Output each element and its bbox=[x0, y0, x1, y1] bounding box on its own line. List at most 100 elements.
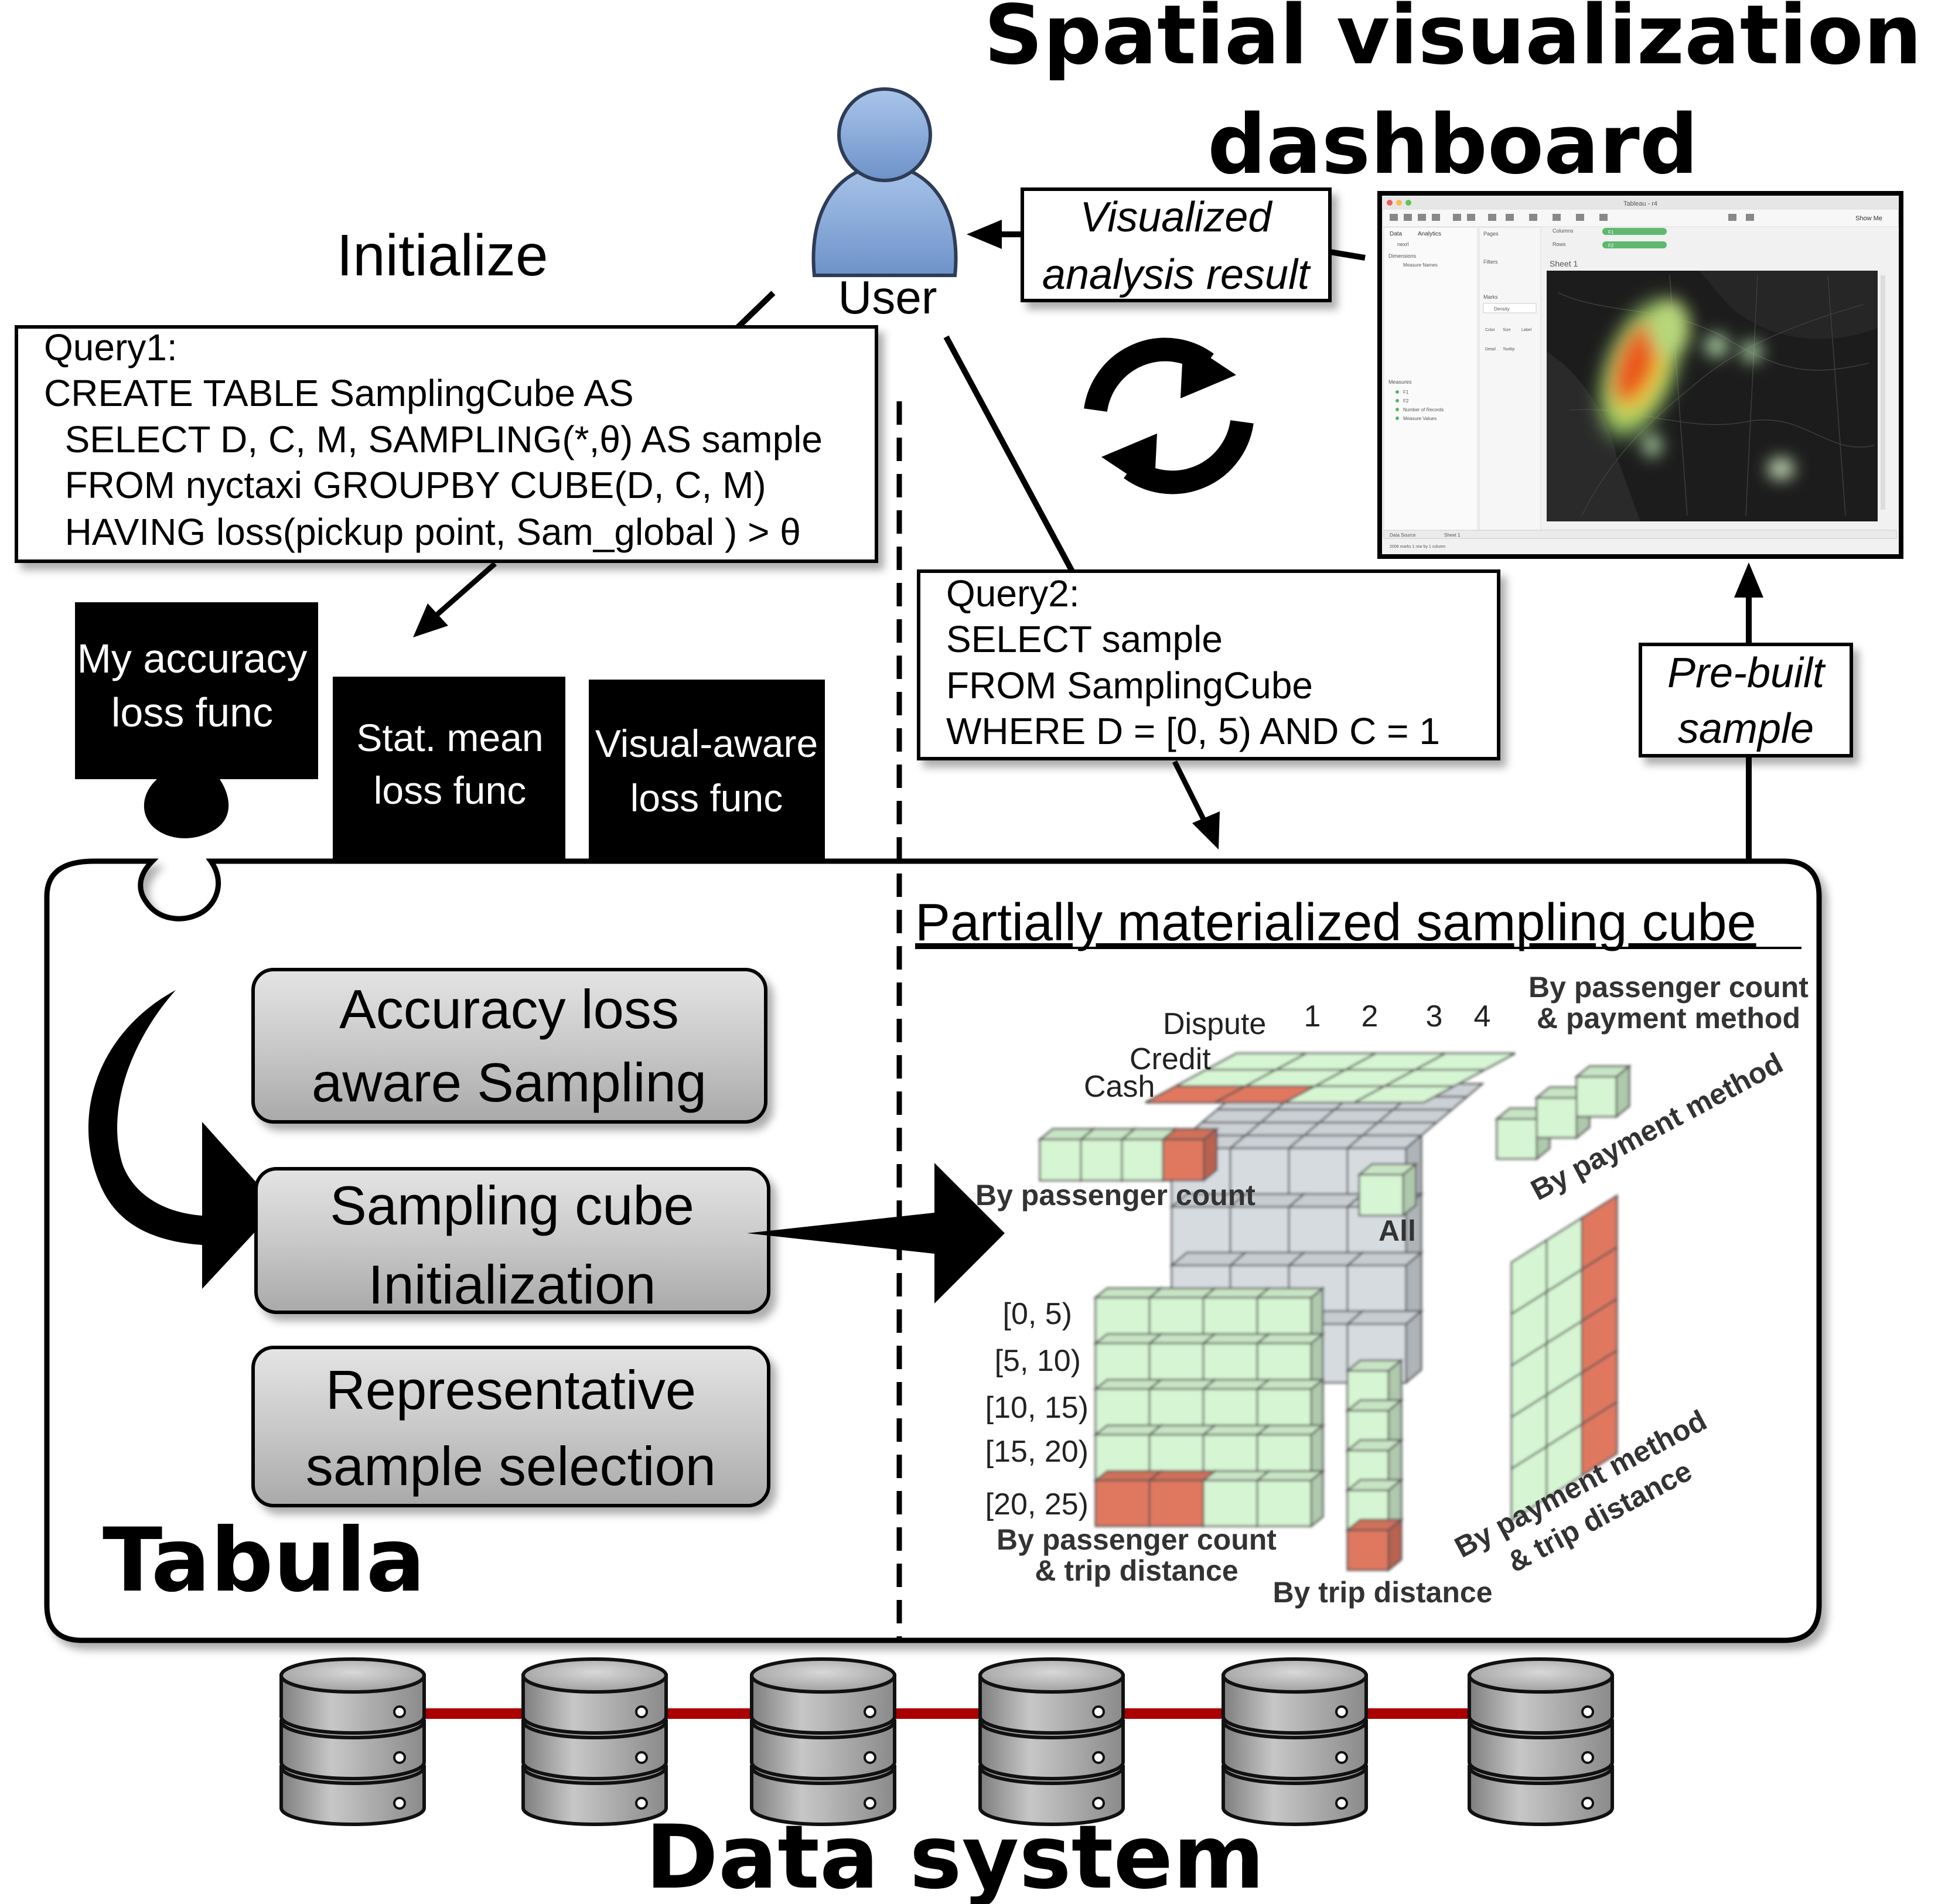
query2-line: SELECT sample bbox=[946, 618, 1223, 660]
dashboard-status: 2008 marks 1 row by 1 column bbox=[1390, 545, 1445, 549]
passenger-cell bbox=[1121, 1138, 1164, 1182]
database-icon bbox=[750, 1657, 896, 1826]
query2-line: FROM SamplingCube bbox=[946, 664, 1313, 707]
distance-label: [0, 5) bbox=[1003, 1297, 1073, 1331]
query1-line: SELECT D, C, M, SAMPLING(*,θ) AS sample bbox=[44, 418, 823, 460]
count-label: 3 bbox=[1426, 999, 1443, 1033]
dashboard-mark-detail[interactable]: Detail bbox=[1485, 347, 1496, 352]
query2-to-cube-arrow bbox=[1172, 760, 1220, 849]
query1-to-puzzle-arrow bbox=[413, 561, 497, 637]
distance-label: [20, 25) bbox=[985, 1487, 1089, 1521]
dashboard-measure-item[interactable]: Number of Records bbox=[1403, 407, 1444, 412]
dashboard-to-visualized-line bbox=[1329, 249, 1366, 261]
dashboard-dimension-item[interactable]: Measure Names bbox=[1403, 262, 1438, 268]
payment-cell bbox=[1536, 1097, 1578, 1139]
dashboard-show-me[interactable]: Show Me bbox=[1855, 215, 1882, 222]
payment-label: Dispute bbox=[1163, 1007, 1266, 1041]
passenger-distance-cell bbox=[1148, 1479, 1205, 1527]
query1-line: FROM nyctaxi GROUPBY CUBE(D, C, M) bbox=[44, 464, 766, 506]
step3-line1: Representative bbox=[326, 1359, 696, 1421]
dashboard-marks-type[interactable]: Density bbox=[1494, 306, 1510, 312]
dashboard-measure-item[interactable]: F1 bbox=[1403, 390, 1409, 395]
database-icon bbox=[1222, 1657, 1368, 1826]
dashboard-pill-rows[interactable]: F2 bbox=[1608, 243, 1614, 248]
query1-line: Query1: bbox=[44, 326, 178, 368]
density-map bbox=[1547, 271, 1878, 521]
distance-label: [5, 10) bbox=[995, 1344, 1081, 1378]
puzzle-visual-aware-line2: loss func bbox=[630, 776, 783, 820]
database-icon bbox=[521, 1657, 668, 1826]
data-system-label: Data system bbox=[646, 1807, 1265, 1904]
passenger-distance-cell-side bbox=[1310, 1469, 1324, 1528]
user-label: User bbox=[838, 271, 937, 323]
distance-cell bbox=[1346, 1529, 1390, 1571]
dashboard-mark-color[interactable]: Color bbox=[1485, 328, 1495, 332]
puzzle-visual-aware-line1: Visual-aware bbox=[595, 722, 818, 765]
puzzle-my-accuracy-line2: loss func bbox=[111, 690, 273, 735]
database-cluster bbox=[279, 1657, 1614, 1826]
sampling-cube bbox=[1037, 1052, 1632, 1572]
dashboard-measure-item[interactable]: F2 bbox=[1403, 398, 1409, 404]
dashboard-tab-sheet1[interactable]: Sheet 1 bbox=[1444, 533, 1461, 538]
dashboard-sheet-title: Sheet 1 bbox=[1550, 259, 1578, 268]
passenger-distance-cell bbox=[1202, 1479, 1258, 1527]
cube-title: Partially materialized sampling cube bbox=[915, 893, 1756, 952]
step3-line2: sample selection bbox=[306, 1435, 716, 1497]
puzzle-piece-visual-aware[interactable]: Visual-aware loss func bbox=[589, 680, 825, 936]
prebuilt-sample-box: Pre-built sample bbox=[1639, 643, 1853, 757]
passenger-distance-cell bbox=[1094, 1479, 1151, 1527]
visualized-result-box: Visualized analysis result bbox=[1021, 187, 1332, 302]
dashboard-data-source[interactable]: nexrl bbox=[1397, 241, 1409, 247]
dashboard-tab-data[interactable]: Data bbox=[1390, 231, 1403, 237]
step2-line2: Initialization bbox=[368, 1254, 656, 1315]
dashboard-dimensions: Dimensions bbox=[1388, 253, 1417, 259]
step2-line1: Sampling cube bbox=[330, 1175, 694, 1236]
step-accuracy-loss-sampling[interactable]: Accuracy loss aware Sampling bbox=[251, 968, 767, 1124]
count-label: 4 bbox=[1474, 999, 1491, 1033]
to-cube-arrow bbox=[747, 1163, 1005, 1304]
label-all: All bbox=[1379, 1214, 1416, 1247]
dashboard-marks: Marks bbox=[1483, 294, 1498, 300]
prebuilt-line1: Pre-built bbox=[1667, 650, 1826, 697]
user-to-query1-line bbox=[735, 291, 776, 330]
user-to-query2-line bbox=[943, 335, 1075, 573]
query2-line: WHERE D = [0, 5) AND C = 1 bbox=[946, 710, 1440, 752]
payment-label: Credit bbox=[1130, 1042, 1211, 1076]
dashboard-pill-columns[interactable]: F1 bbox=[1608, 230, 1614, 235]
puzzle-stat-mean-line1: Stat. mean bbox=[356, 716, 543, 759]
step1-line1: Accuracy loss bbox=[339, 978, 679, 1040]
query1-line: HAVING loss(pickup point, Sam_global ) >… bbox=[44, 511, 801, 553]
database-icon bbox=[1468, 1657, 1614, 1826]
dashboard-tab-analytics[interactable]: Analytics bbox=[1418, 231, 1441, 237]
dashboard-mark-tooltip[interactable]: Tooltip bbox=[1503, 347, 1514, 352]
database-icon bbox=[279, 1657, 426, 1826]
puzzle-stat-mean-line2: loss func bbox=[374, 769, 526, 812]
dashboard-screenshot: Tableau - r4 Show Me Data Analytics nexr… bbox=[1377, 191, 1903, 559]
trip-distance-labels: [0, 5) [5, 10) [10, 15) [15, 20) [20, 25… bbox=[985, 1297, 1089, 1521]
puzzle-piece-stat-mean[interactable]: Stat. mean loss func bbox=[333, 677, 565, 932]
visualized-line1: Visualized bbox=[1080, 194, 1273, 241]
label-by-passenger-distance-1: By passenger count bbox=[997, 1523, 1277, 1556]
payment-cell bbox=[1496, 1118, 1538, 1160]
passenger-count-labels: 1 2 3 4 bbox=[1304, 999, 1491, 1033]
step-sampling-cube-initialization[interactable]: Sampling cube Initialization bbox=[254, 1167, 770, 1315]
query2-box: Query2: SELECT sample FROM SamplingCube … bbox=[917, 569, 1500, 760]
dashboard-shelf-rows: Rows bbox=[1553, 241, 1566, 247]
puzzle-piece-my-accuracy[interactable]: My accuracy loss func bbox=[75, 602, 318, 838]
query2-line: Query2: bbox=[946, 572, 1080, 615]
passenger-cell bbox=[1039, 1138, 1082, 1182]
label-by-passenger-payment-2: & payment method bbox=[1537, 1002, 1800, 1035]
puzzle-my-accuracy-line1: My accuracy bbox=[77, 636, 308, 681]
dashboard-tab-data-source[interactable]: Data Source bbox=[1390, 533, 1416, 538]
all-cell bbox=[1358, 1173, 1404, 1217]
label-by-passenger-payment-1: By passenger count bbox=[1528, 971, 1809, 1004]
user-icon bbox=[811, 87, 958, 277]
dashboard-mark-label[interactable]: Label bbox=[1521, 328, 1532, 332]
visualized-to-user-arrow bbox=[967, 220, 1022, 249]
dashboard-title-line1: Spatial visualization bbox=[984, 0, 1922, 83]
step-representative-sample-selection[interactable]: Representative sample selection bbox=[251, 1346, 770, 1507]
step1-line2: aware Sampling bbox=[312, 1052, 707, 1113]
dashboard-measure-item[interactable]: Measure Values bbox=[1403, 416, 1437, 421]
dashboard-mark-size[interactable]: Size bbox=[1503, 328, 1511, 332]
